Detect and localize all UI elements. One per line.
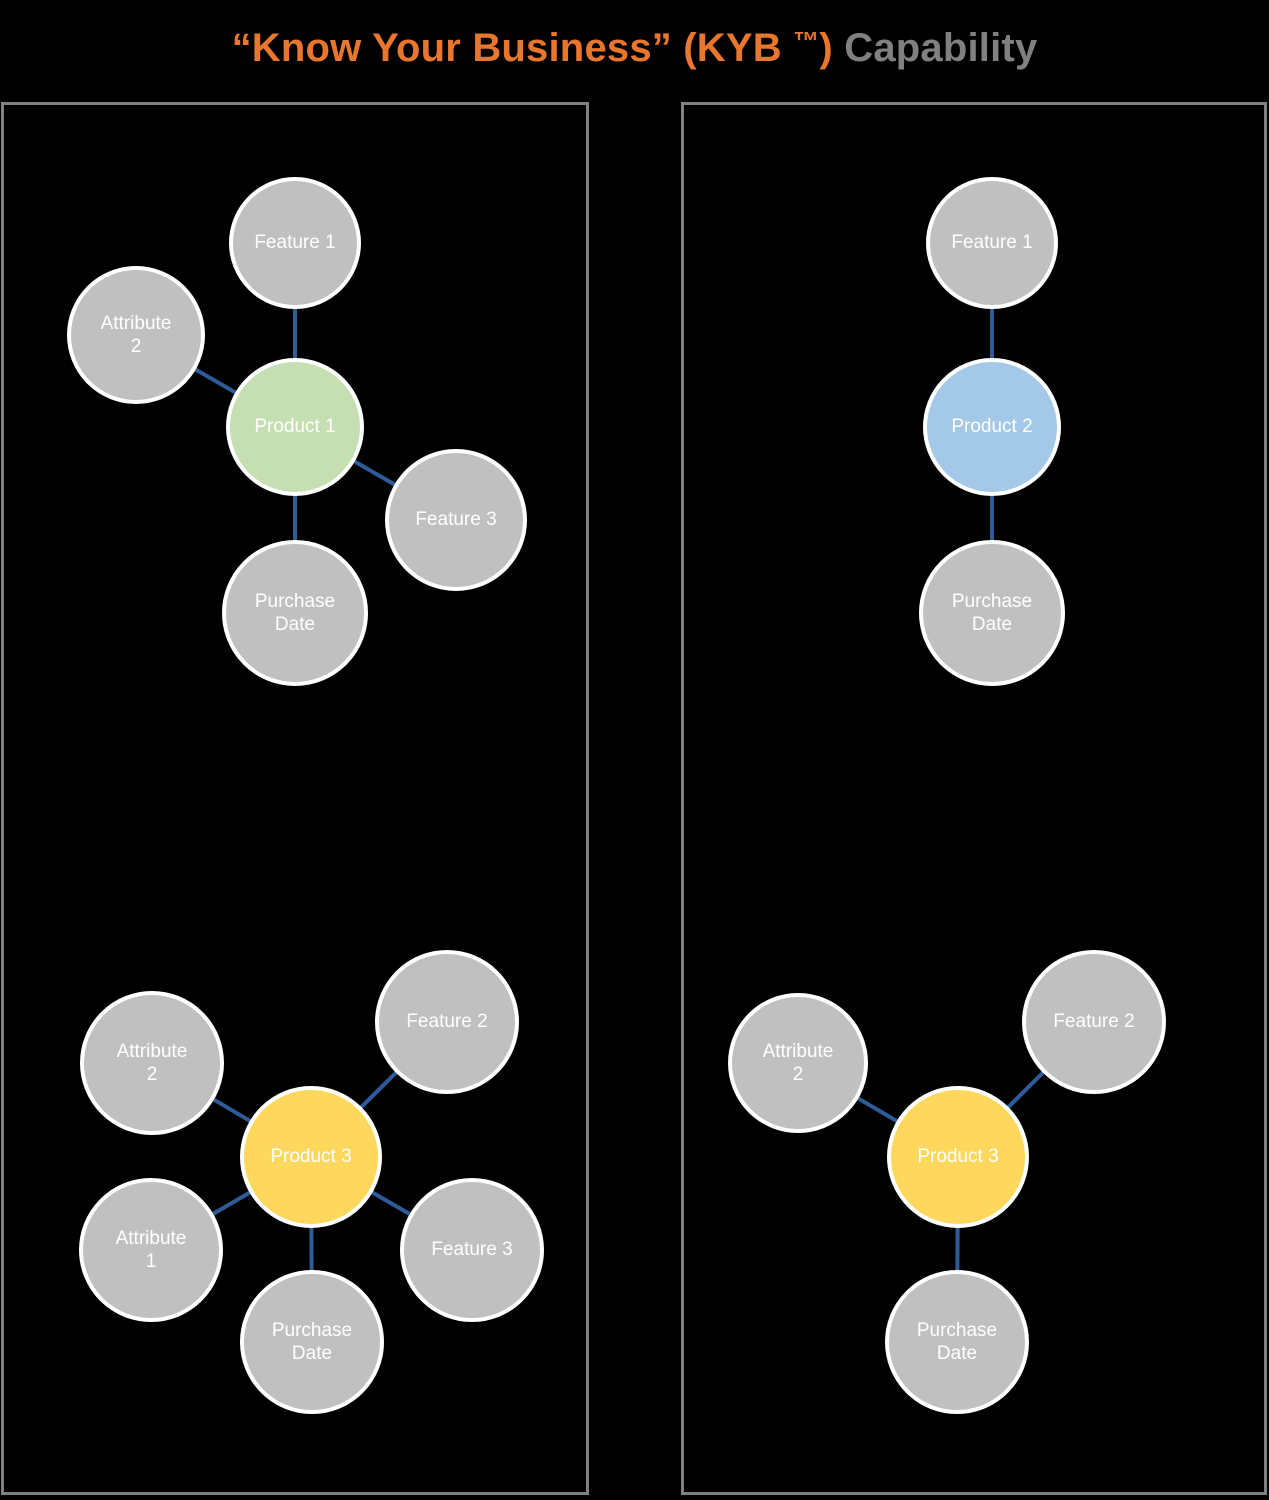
graph-node-p3l-feature3[interactable]: Feature 3 xyxy=(400,1178,544,1322)
graph-node-label: Purchase Date xyxy=(951,590,1033,635)
graph-node-p1-feature1[interactable]: Feature 1 xyxy=(229,177,361,309)
graph-node-label: Purchase Date xyxy=(254,590,336,635)
panel-right xyxy=(681,102,1267,1495)
graph-node-label: Feature 3 xyxy=(431,1239,513,1261)
graph-node-p3l-product3[interactable]: Product 3 xyxy=(240,1086,382,1228)
graph-node-label: Attribute 2 xyxy=(100,312,172,357)
graph-node-p2-feature1[interactable]: Feature 1 xyxy=(926,177,1058,309)
graph-node-label: Product 1 xyxy=(254,416,336,438)
title-orange-part-2: ) xyxy=(819,25,833,70)
graph-node-p3l-feature2[interactable]: Feature 2 xyxy=(375,950,519,1094)
graph-node-label: Feature 2 xyxy=(1053,1011,1135,1033)
graph-node-p3l-attribute1[interactable]: Attribute 1 xyxy=(79,1178,223,1322)
graph-node-p1-feature3[interactable]: Feature 3 xyxy=(385,449,527,591)
graph-node-p1-purchase[interactable]: Purchase Date xyxy=(222,540,368,686)
page-title-text: “Know Your Business” (KYB ™) Capability xyxy=(232,26,1038,71)
graph-node-p3l-attribute2[interactable]: Attribute 2 xyxy=(80,991,224,1135)
graph-node-p3l-purchase[interactable]: Purchase Date xyxy=(240,1270,384,1414)
graph-node-label: Product 3 xyxy=(270,1146,352,1168)
graph-node-label: Attribute 2 xyxy=(116,1040,188,1085)
graph-node-p3r-attribute2[interactable]: Attribute 2 xyxy=(728,993,868,1133)
graph-node-p2-purchase[interactable]: Purchase Date xyxy=(919,540,1065,686)
graph-node-p1-product1[interactable]: Product 1 xyxy=(226,358,364,496)
graph-node-label: Attribute 2 xyxy=(762,1040,834,1085)
graph-node-label: Feature 1 xyxy=(254,232,336,254)
graph-node-label: Attribute 1 xyxy=(115,1227,187,1272)
graph-node-p3r-feature2[interactable]: Feature 2 xyxy=(1022,950,1166,1094)
graph-node-label: Purchase Date xyxy=(916,1319,998,1364)
graph-node-p3r-purchase[interactable]: Purchase Date xyxy=(885,1270,1029,1414)
graph-node-p2-product2[interactable]: Product 2 xyxy=(923,358,1061,496)
graph-node-label: Feature 2 xyxy=(406,1011,488,1033)
graph-node-label: Purchase Date xyxy=(271,1319,353,1364)
graph-node-label: Feature 1 xyxy=(951,232,1033,254)
graph-node-label: Product 3 xyxy=(917,1146,999,1168)
title-gray-part: Capability xyxy=(832,25,1038,70)
page-title: “Know Your Business” (KYB ™) Capability xyxy=(0,0,1269,96)
title-orange-part-1: “Know Your Business” (KYB xyxy=(231,25,794,70)
graph-node-p3r-product3[interactable]: Product 3 xyxy=(887,1086,1029,1228)
graph-node-p1-attribute2[interactable]: Attribute 2 xyxy=(67,266,205,404)
graph-node-label: Product 2 xyxy=(951,416,1033,438)
graph-node-label: Feature 3 xyxy=(415,509,497,531)
trademark-icon: ™ xyxy=(793,25,820,56)
